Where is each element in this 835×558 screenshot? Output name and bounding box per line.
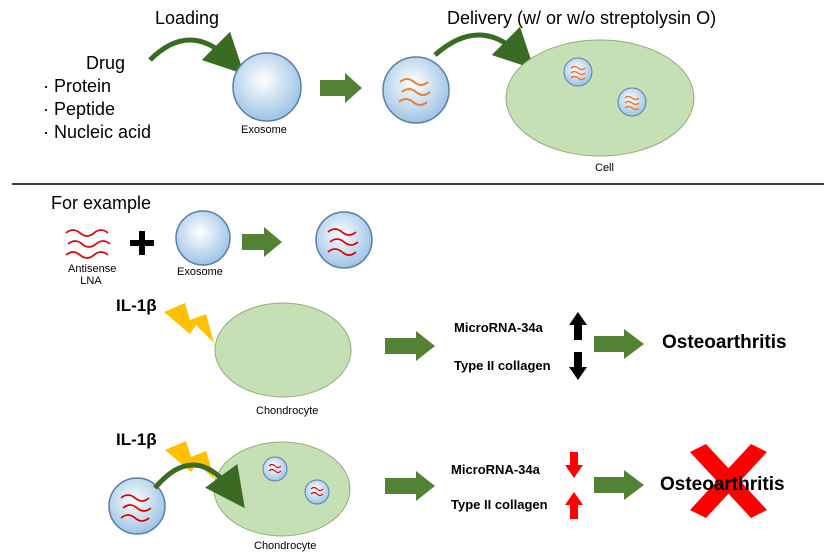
cell-label: Cell xyxy=(595,162,614,174)
down-arrow-red xyxy=(565,452,583,478)
osteoarthritis-label-1: Osteoarthritis xyxy=(662,332,787,354)
loaded-exosome-top xyxy=(383,57,449,123)
exosome-top xyxy=(233,53,301,121)
chondrocyte-exosome-1 xyxy=(263,457,287,481)
delivery-label: Delivery (w/ or w/o streptolysin O) xyxy=(447,8,716,29)
collagen-label-2: Type II collagen xyxy=(451,497,548,512)
arrow-row1-b xyxy=(594,329,644,359)
drug-item-peptide: · Peptide xyxy=(43,99,115,120)
chondrocyte-label-2: Chondrocyte xyxy=(254,540,316,552)
arrow-row2-b xyxy=(594,470,644,500)
up-arrow-red xyxy=(565,492,583,519)
arrow-top xyxy=(320,73,362,103)
drug-label: Drug xyxy=(86,53,125,74)
loading-curved-arrow xyxy=(150,40,230,60)
microrna-label-1: MicroRNA-34a xyxy=(454,320,543,335)
plus-icon xyxy=(130,231,154,255)
arrow-row2-a xyxy=(385,471,435,501)
il1b-label-2: IL-1β xyxy=(116,430,157,450)
exosome-label-top: Exosome xyxy=(241,124,287,136)
up-arrow-black xyxy=(569,312,587,340)
cell-exosome-2 xyxy=(618,88,646,116)
loading-label: Loading xyxy=(155,8,219,29)
chondrocyte-2 xyxy=(214,442,350,536)
for-example-label: For example xyxy=(51,193,151,214)
arrow-row1-a xyxy=(385,331,435,361)
microrna-label-2: MicroRNA-34a xyxy=(451,462,540,477)
il1b-label-1: IL-1β xyxy=(116,296,157,316)
osteoarthritis-label-2: Osteoarthritis xyxy=(660,474,785,496)
antisense-label-line1: Antisense xyxy=(68,263,116,275)
cell-top xyxy=(506,40,694,156)
drug-item-nucleic-acid: · Nucleic acid xyxy=(43,122,151,143)
drug-item-protein: · Protein xyxy=(43,76,111,97)
antisense-label-line2: LNA xyxy=(80,275,101,287)
cell-exosome-1 xyxy=(564,58,592,86)
delivery-curved-arrow xyxy=(435,35,520,55)
chondrocyte-exosome-2 xyxy=(305,480,329,504)
exosome-example xyxy=(176,211,230,265)
chondrocyte-label-1: Chondrocyte xyxy=(256,405,318,417)
antisense-label: Antisense LNA xyxy=(68,263,114,287)
lightning-icon-1 xyxy=(164,303,214,343)
collagen-label-1: Type II collagen xyxy=(454,358,551,373)
exosome-label-example: Exosome xyxy=(177,266,223,278)
chondrocyte-1 xyxy=(215,303,351,397)
antisense-lna-strand xyxy=(66,230,110,258)
arrow-example xyxy=(242,227,282,257)
loaded-exosome-example xyxy=(316,212,372,268)
down-arrow-black xyxy=(569,352,587,380)
